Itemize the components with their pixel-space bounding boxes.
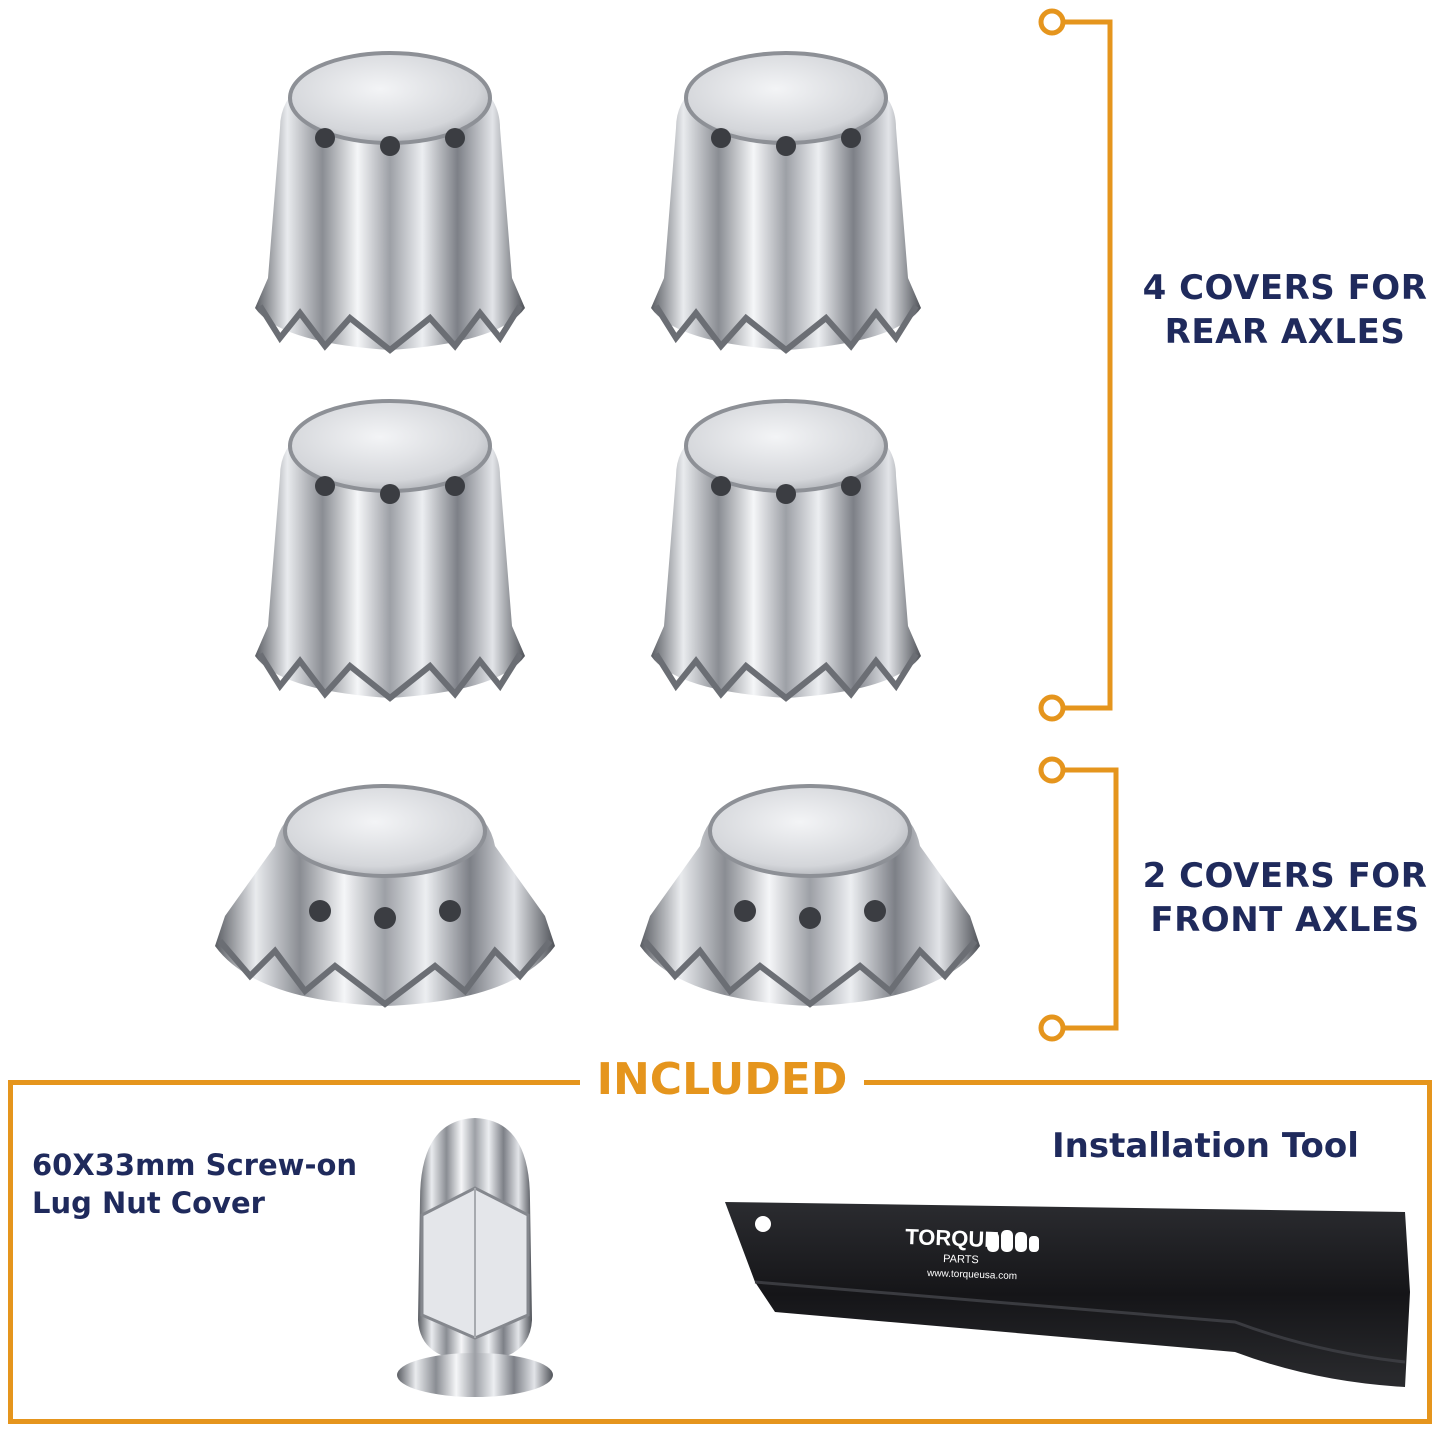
front-hub-cover-2 [640, 784, 980, 1008]
front-axles-label: 2 COVERS FOR FRONT AXLES [1130, 854, 1440, 942]
rear-hub-cover-3 [255, 399, 525, 702]
rear-axles-label-line1: 4 COVERS FOR [1142, 268, 1428, 308]
rear-hub-cover-1 [255, 51, 525, 354]
lug-nut-cover-label: 60X33mm Screw-on Lug Nut Cover [32, 1146, 357, 1222]
tool-url-text: www.torqueusa.com [926, 1268, 1017, 1282]
rear-hub-cover-2 [651, 51, 921, 354]
lug-nut-cover-image [397, 1118, 553, 1397]
lug-nut-cover-label-line1: 60X33mm Screw-on [32, 1148, 358, 1182]
rear-hub-cover-4 [651, 399, 921, 702]
tool-brand-sub-text: PARTS [943, 1253, 979, 1266]
tool-brand-text: TORQUE [905, 1224, 1000, 1252]
installation-tool-label: Installation Tool [1052, 1126, 1359, 1166]
lug-nut-cover-label-line2: Lug Nut Cover [32, 1186, 265, 1220]
installation-tool-image: TORQUE PARTS www.torqueusa.com [725, 1202, 1410, 1387]
rear-axle-bracket [1038, 8, 1113, 722]
front-axles-label-line2: FRONT AXLES [1150, 900, 1420, 940]
rear-axles-label: 4 COVERS FOR REAR AXLES [1130, 266, 1440, 354]
tool-logo-icon [987, 1230, 1039, 1252]
front-hub-cover-1 [215, 784, 555, 1008]
included-title: INCLUDED [580, 1050, 864, 1110]
rear-axles-label-line2: REAR AXLES [1164, 312, 1406, 352]
front-axles-label-line1: 2 COVERS FOR [1142, 856, 1428, 896]
front-axle-bracket [1038, 756, 1119, 1042]
